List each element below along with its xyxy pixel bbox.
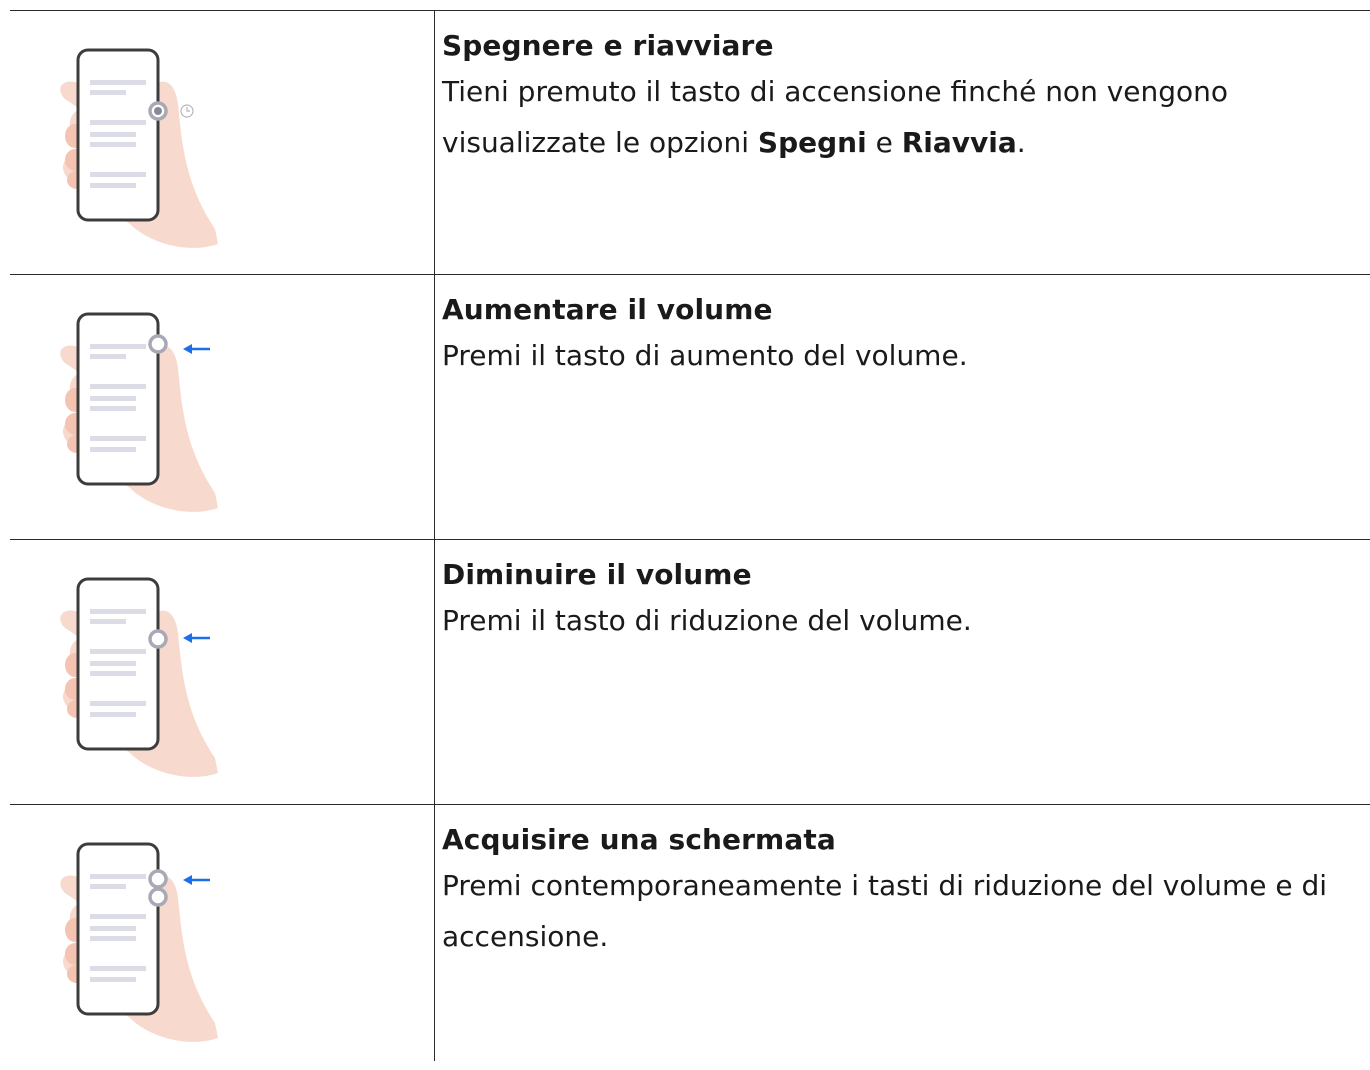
option-restart-label: Riavvia [901, 126, 1017, 159]
option-power-off-label: Spegni [757, 126, 867, 159]
row-description: Tieni premuto il tasto di accensione fin… [442, 66, 1362, 168]
row-description: Premi contemporaneamente i tasti di ridu… [442, 869, 1328, 953]
row-title: Diminuire il volume [442, 558, 752, 591]
row-divider-1 [10, 274, 1370, 275]
desc-text: . [1016, 126, 1026, 159]
desc-text: Tieni premuto il tasto di accensione fin… [442, 75, 1229, 159]
row-title: Acquisire una schermata [442, 823, 836, 856]
row-text: Spegnere e riavviare Tieni premuto il ta… [442, 26, 1362, 168]
column-divider [434, 10, 435, 1061]
row-text: Acquisire una schermata Premi contempora… [442, 820, 1362, 962]
phone-screenshot-icon [50, 828, 230, 1058]
table-row: Diminuire il volume Premi il tasto di ri… [0, 541, 1370, 805]
phone-volume-up-icon [50, 298, 230, 528]
phone-volume-down-icon [50, 563, 230, 793]
desc-text: e [866, 126, 902, 159]
row-divider-2 [10, 539, 1370, 540]
row-title: Aumentare il volume [442, 293, 773, 326]
row-description: Premi il tasto di aumento del volume. [442, 339, 968, 372]
row-text: Diminuire il volume Premi il tasto di ri… [442, 555, 1362, 646]
table-row: Aumentare il volume Premi il tasto di au… [0, 276, 1370, 540]
table-border-top [10, 10, 1370, 11]
table-row: Acquisire una schermata Premi contempora… [0, 806, 1370, 1070]
row-divider-3 [10, 804, 1370, 805]
row-text: Aumentare il volume Premi il tasto di au… [442, 290, 1362, 381]
row-description: Premi il tasto di riduzione del volume. [442, 604, 972, 637]
phone-power-hold-icon [50, 34, 230, 264]
table-row: Spegnere e riavviare Tieni premuto il ta… [0, 12, 1370, 276]
row-title: Spegnere e riavviare [442, 29, 774, 62]
